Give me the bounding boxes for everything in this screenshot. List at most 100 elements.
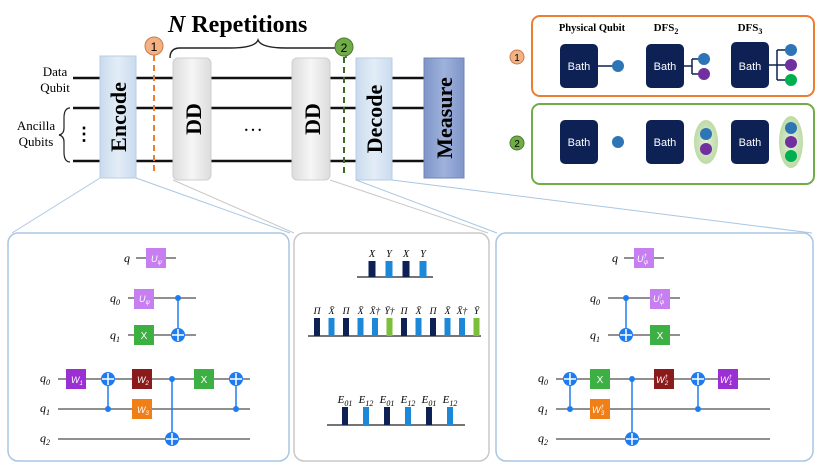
pulse-label: X̄	[444, 306, 452, 317]
bath-box-3	[731, 42, 769, 88]
measure-block	[423, 57, 465, 179]
gate-w2-dagger	[654, 369, 674, 389]
marker-2-label: 2	[341, 41, 348, 55]
gate-x	[194, 369, 214, 389]
decode-detail-panel	[495, 232, 814, 462]
svg-text:q1: q1	[40, 401, 50, 417]
encode-label: Encode	[106, 82, 131, 152]
pulse-label: X̄†	[369, 306, 381, 317]
pulse-bar	[401, 318, 407, 336]
dd-detail-panel	[293, 232, 490, 462]
svg-text:q: q	[124, 251, 130, 265]
gate-u-psi-dagger	[634, 248, 654, 268]
pulse-label: X̄	[328, 306, 336, 317]
gate-w1-dagger	[718, 369, 738, 389]
pulse-label: X̄	[415, 306, 423, 317]
svg-text:q1: q1	[110, 328, 120, 344]
pulse-bar	[385, 261, 393, 277]
encode-block	[99, 55, 137, 179]
pulse-label: X	[368, 249, 376, 260]
pulse-bar	[402, 261, 410, 277]
decode-circuit-3: q0 q1 q2 X W†3 W†2 W†1	[538, 369, 770, 447]
gate-w1	[66, 369, 86, 389]
qubit-blue	[785, 122, 797, 134]
bath-label-5: Bath	[654, 137, 677, 149]
svg-text:q0: q0	[590, 291, 600, 307]
svg-text:q2: q2	[40, 431, 50, 447]
qubit-blue	[785, 44, 797, 56]
pulse-bar	[372, 318, 378, 336]
zoom-lines	[11, 177, 813, 234]
dd-dots: …	[243, 114, 263, 136]
qubit-purple	[698, 68, 710, 80]
pulse-label: X̄†	[456, 306, 468, 317]
gate-u-psi-dagger	[650, 289, 670, 309]
bath-box-2	[646, 44, 684, 88]
pulse-bar	[447, 407, 453, 425]
svg-text:Uψ: Uψ	[151, 254, 163, 266]
svg-text:W1: W1	[71, 375, 83, 387]
bath-label-2: Bath	[654, 61, 677, 73]
qubit-green	[785, 150, 797, 162]
pulse-bar	[430, 318, 436, 336]
panel-marker-1-label: 1	[514, 53, 520, 64]
marker-1-label: 1	[151, 40, 158, 54]
pulse-label: Π	[400, 307, 409, 317]
dd-block-1	[172, 57, 212, 181]
pulse-bar	[405, 407, 411, 425]
svg-text:q1: q1	[590, 328, 600, 344]
svg-text:X: X	[657, 331, 664, 342]
svg-text:q0: q0	[538, 371, 548, 387]
svg-text:X: X	[141, 331, 148, 342]
decode-circuit-2: q0 q1 U†ψ X	[590, 289, 680, 345]
svg-text:W†2: W†2	[656, 375, 669, 387]
bath-label-3: Bath	[739, 61, 762, 73]
svg-text:X: X	[597, 375, 604, 386]
panel-marker-2-label: 2	[514, 139, 520, 150]
bath-box-4	[560, 120, 598, 164]
dd-block-2	[291, 57, 331, 181]
svg-text:X: X	[201, 375, 208, 386]
pulse-label: Y	[420, 249, 427, 260]
svg-text:q0: q0	[110, 291, 120, 307]
pulse-bar	[368, 261, 376, 277]
pulse-bar	[343, 318, 349, 336]
gate-u-psi	[146, 248, 166, 268]
gate-x	[134, 325, 154, 345]
protected-subspace-oval	[694, 120, 718, 164]
qubit-purple	[785, 136, 797, 148]
encode-circuit-3: q0 q1 q2 W1 W2 W3 X	[40, 369, 250, 447]
bath-label-4: Bath	[568, 137, 591, 149]
dd-label-1: DD	[181, 103, 206, 135]
pulse-label: Π	[342, 307, 351, 317]
gate-x	[650, 325, 670, 345]
pulse-label: X	[402, 249, 410, 260]
bath-box-6	[731, 120, 769, 164]
ancilla-brace	[58, 107, 71, 163]
pulse-bar	[363, 407, 369, 425]
marker-1	[144, 36, 164, 56]
pulse-bar	[328, 318, 335, 336]
pulse-bar	[459, 318, 465, 336]
svg-text:U†ψ: U†ψ	[653, 294, 665, 306]
pulse-bar	[357, 318, 364, 336]
pulse-label: Π	[429, 307, 438, 317]
pulse-bar	[314, 318, 320, 336]
gate-w3	[132, 399, 152, 419]
panel-marker-1	[509, 49, 525, 65]
svg-text:W†3: W†3	[592, 405, 605, 417]
title: N Repetitions	[167, 12, 307, 38]
pulse-label: Ȳ	[474, 305, 481, 317]
dd-label-2: DD	[300, 103, 325, 135]
zoom-lines-dd	[172, 179, 489, 234]
pulse-bar	[473, 318, 480, 336]
ancilla-label-1: Ancilla	[17, 118, 55, 133]
decode-block	[355, 57, 393, 181]
qubit-purple	[785, 59, 797, 71]
svg-text:q: q	[612, 251, 618, 265]
qubit-blue	[612, 136, 624, 148]
data-qubit-label-1: Data	[43, 64, 68, 79]
